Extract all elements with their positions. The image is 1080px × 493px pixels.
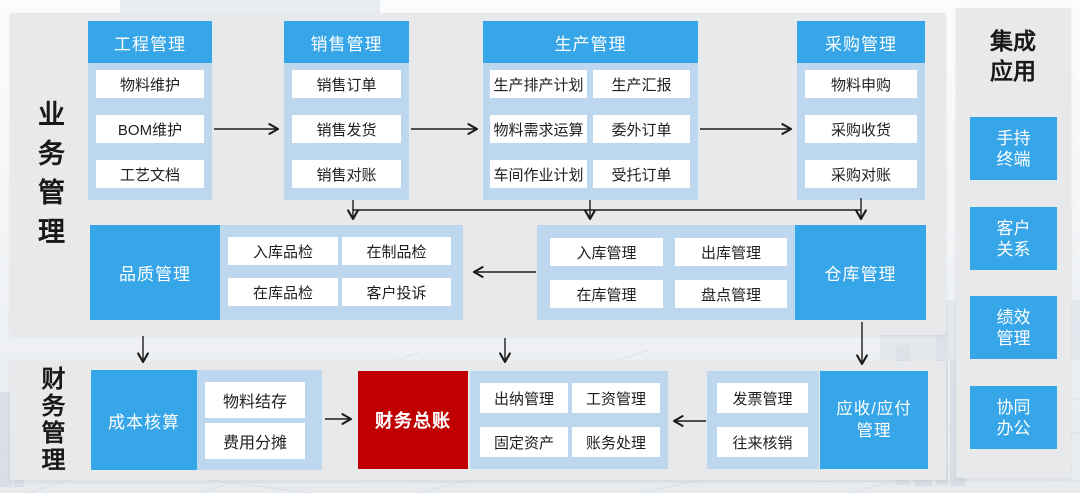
integration-title: 集成应用 [958, 26, 1068, 86]
app-label: 手持终端 [996, 128, 1031, 169]
general-ledger-box: 财务总账 [358, 371, 468, 469]
module-card: 往来核销 [717, 427, 808, 457]
app-performance-management: 绩效管理 [970, 296, 1057, 359]
procurement-group-header: 采购管理 [797, 21, 925, 63]
module-card: 出纳管理 [480, 383, 568, 413]
module-card: 客户投诉 [342, 278, 451, 306]
app-collaborative-office: 协同办公 [970, 386, 1057, 449]
module-card: 费用分摊 [205, 423, 305, 459]
app-handheld-terminal: 手持终端 [970, 117, 1057, 180]
module-card: 出库管理 [675, 238, 787, 266]
module-card: 在库品检 [228, 278, 338, 306]
integration-title-text: 集成应用 [990, 28, 1036, 84]
module-card: 工艺文档 [96, 160, 204, 188]
module-card: 物料结存 [205, 382, 305, 418]
module-card: 委外订单 [593, 115, 690, 143]
warehouse-management-box: 仓库管理 [795, 225, 926, 320]
module-card: 车间作业计划 [490, 160, 587, 188]
app-label: 绩效管理 [996, 307, 1031, 348]
module-card: 销售发货 [292, 115, 401, 143]
module-card: 生产汇报 [593, 70, 690, 98]
app-label: 客户关系 [996, 218, 1031, 259]
module-card: 账务处理 [572, 427, 660, 457]
module-card: 盘点管理 [675, 280, 787, 308]
module-card: 在制品检 [342, 237, 451, 265]
cost-accounting-box: 成本核算 [91, 370, 197, 470]
module-card: 工资管理 [572, 383, 660, 413]
app-customer-relations: 客户关系 [970, 207, 1057, 270]
receivable-payable-box: 应收/应付管理 [820, 371, 928, 469]
module-card: 物料维护 [96, 70, 204, 98]
module-card: 在库管理 [550, 280, 663, 308]
module-card: 采购收货 [805, 115, 917, 143]
finance-section-label: 财务管理 [37, 366, 64, 474]
module-card: 生产排产计划 [490, 70, 587, 98]
module-card: 入库品检 [228, 237, 338, 265]
module-card: 采购对账 [805, 160, 917, 188]
module-card: 销售对账 [292, 160, 401, 188]
module-card: 销售订单 [292, 70, 401, 98]
module-card: 固定资产 [480, 427, 568, 457]
app-label: 协同办公 [996, 397, 1031, 438]
business-section-label: 业务管理 [34, 100, 64, 256]
module-card: 物料需求运算 [490, 115, 587, 143]
sales-group-header: 销售管理 [284, 21, 409, 63]
production-group-header: 生产管理 [483, 21, 698, 63]
module-card: BOM维护 [96, 115, 204, 143]
engineering-group-header: 工程管理 [88, 21, 212, 63]
module-card: 发票管理 [717, 383, 808, 413]
quality-management-box: 品质管理 [90, 225, 220, 320]
module-card: 入库管理 [550, 238, 663, 266]
module-card: 受托订单 [593, 160, 690, 188]
receivable-payable-label: 应收/应付管理 [836, 400, 912, 440]
module-card: 物料申购 [805, 70, 917, 98]
